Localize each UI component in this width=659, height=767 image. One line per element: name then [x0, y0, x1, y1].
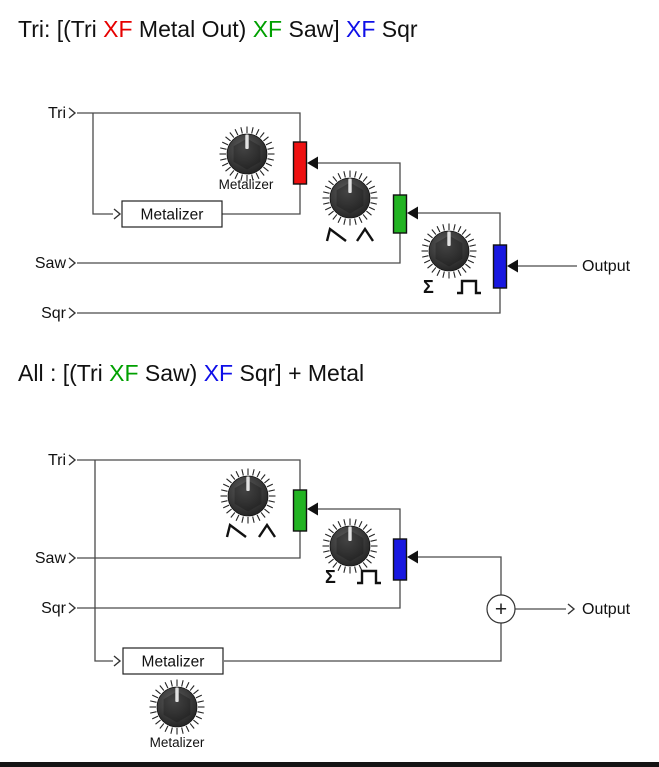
title1-xf-green: XF	[252, 16, 283, 42]
square-wave-icon	[455, 279, 483, 295]
chevron-right-icon	[68, 602, 76, 614]
title2-xf-green: XF	[109, 360, 139, 386]
sum-node	[486, 594, 516, 624]
chevron-right-icon	[567, 603, 575, 615]
saw-wave-icon	[225, 523, 248, 539]
arrow-left-icon	[407, 550, 418, 564]
xf-fader-saw	[392, 194, 408, 234]
diagram2-title: All : [(Tri XF Saw) XF Sqr] + Metal	[18, 360, 364, 387]
xf-fader-tri-metal	[292, 141, 308, 185]
title2-seg: Saw)	[138, 360, 204, 386]
title2-seg: All : [(Tri	[18, 360, 110, 386]
saw-input-label: Saw	[35, 550, 67, 567]
xf-fader-tri-saw	[292, 489, 308, 532]
green-xf-out-wire	[318, 508, 401, 539]
output-label: Output	[582, 258, 631, 275]
title2-seg: Sqr] + Metal	[233, 360, 365, 386]
tri-saw-crossfade-knob	[219, 467, 277, 525]
title1-seg: Sqr	[375, 16, 418, 42]
sigma-symbol: Σ	[423, 277, 434, 297]
diagram1: Tri Saw Sqr Metalizer Metalizer Σ Output	[35, 105, 631, 322]
arrow-left-icon	[407, 206, 418, 220]
output-label: Output	[582, 601, 631, 618]
title2-xf-blue: XF	[203, 360, 234, 386]
metalizer-out-wire	[222, 184, 301, 215]
saw-input-label: Saw	[35, 255, 67, 272]
metalizer-box	[122, 647, 224, 675]
metalizer-knob	[148, 678, 206, 736]
tri-branch-to-metalizer	[94, 460, 113, 662]
metalizer-knob-label: Metalizer	[150, 735, 205, 750]
arrow-left-icon	[307, 502, 318, 516]
diagram2: Tri Saw Sqr Σ Metalizer Metalizer + Outp…	[35, 452, 631, 750]
green-xf-out-wire	[418, 212, 501, 245]
tri-wire	[77, 459, 301, 490]
metalizer-box	[121, 200, 223, 228]
title1-xf-red: XF	[103, 16, 133, 42]
xf-fader-sqr	[492, 244, 508, 289]
sqr-wire	[77, 580, 401, 609]
tri-input-label: Tri	[48, 452, 66, 469]
square-wave-icon	[355, 569, 383, 585]
saw-wire	[77, 531, 301, 559]
chevron-right-icon	[68, 552, 76, 564]
chevron-right-icon	[113, 655, 121, 667]
sigma-symbol: Σ	[325, 567, 336, 587]
chevron-right-icon	[113, 208, 121, 220]
triangle-wave-icon	[257, 523, 277, 539]
tri-wire	[77, 112, 301, 142]
title1-seg: Metal Out)	[132, 16, 253, 42]
xf-fader-sqr	[392, 538, 408, 581]
title1-seg: Saw]	[282, 16, 347, 42]
chevron-right-icon	[68, 257, 76, 269]
chevron-right-icon	[68, 107, 76, 119]
metalizer-box-label: Metalizer	[142, 654, 205, 671]
metalizer-box-label: Metalizer	[141, 207, 204, 224]
sqr-input-label: Sqr	[41, 600, 67, 617]
mix-sqr-crossfade-knob	[420, 222, 478, 280]
mix-sqr-crossfade-knob	[321, 517, 379, 575]
arrow-left-icon	[507, 259, 518, 273]
metalizer-knob	[218, 125, 276, 183]
blue-xf-out-wire	[418, 556, 502, 595]
metalizer-out-wire	[224, 623, 502, 662]
sqr-input-label: Sqr	[41, 305, 67, 322]
tri-branch-to-metalizer	[92, 113, 113, 215]
tri-input-label: Tri	[48, 105, 66, 122]
metalizer-knob-label: Metalizer	[219, 177, 274, 192]
diagram1-title: Tri: [(Tri XF Metal Out) XF Saw] XF Sqr	[18, 16, 418, 43]
chevron-right-icon	[68, 307, 76, 319]
saw-wave-icon	[325, 227, 348, 243]
sqr-wire	[77, 288, 501, 314]
plus-symbol: +	[495, 598, 507, 621]
saw-wire	[77, 233, 401, 264]
arrow-left-icon	[307, 156, 318, 170]
title1-xf-blue: XF	[346, 16, 376, 42]
red-xf-out-wire	[318, 162, 401, 195]
triangle-wave-icon	[355, 227, 375, 243]
chevron-right-icon	[68, 454, 76, 466]
saw-tri-crossfade-knob	[321, 169, 379, 227]
bottom-border	[0, 762, 659, 767]
title1-seg: Tri: [(Tri	[18, 16, 104, 42]
